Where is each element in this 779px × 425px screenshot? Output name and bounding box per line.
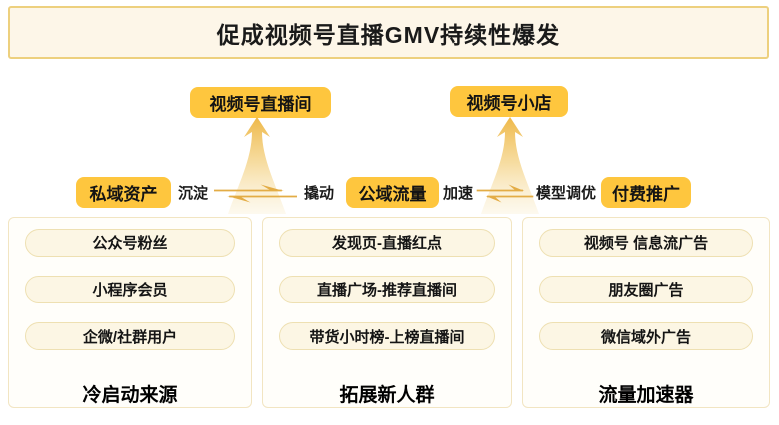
source-item: 微信域外广告 (538, 322, 753, 351)
source-item: 带货小时榜-上榜直播间 (279, 322, 495, 351)
source-item: 发现页-直播红点 (279, 229, 495, 257)
tag-paid-promotion: 付费推广 (601, 177, 691, 208)
tag-public-domain-traffic: 公域流量 (346, 177, 439, 208)
page-title: 促成视频号直播GMV持续性爆发 (216, 21, 561, 48)
column-footer-label: 冷启动来源 (82, 385, 178, 407)
column-new-audience: 发现页-直播红点 直播广场-推荐直播间 带货小时榜-上榜直播间 拓展新人群 (262, 217, 512, 408)
column-cold-start-sources: 公众号粉丝 小程序会员 企微/社群用户 冷启动来源 (8, 217, 252, 408)
column-traffic-accelerator: 视频号 信息流广告 朋友圈广告 微信域外广告 流量加速器 (522, 217, 770, 408)
source-item: 视频号 信息流广告 (538, 229, 753, 257)
source-item: 朋友圈广告 (538, 275, 753, 304)
node-live-room: 视频号直播间 (190, 87, 331, 118)
flow-label-settle: 沉淀 (177, 185, 208, 202)
flow-label-leverage: 撬动 (303, 185, 334, 202)
flow-label-accelerate: 加速 (442, 185, 473, 202)
bidirectional-arrow-icon (214, 184, 297, 203)
tag-private-domain-assets: 私域资产 (76, 177, 171, 208)
title-banner: 促成视频号直播GMV持续性爆发 (8, 6, 769, 59)
source-item: 公众号粉丝 (24, 229, 236, 257)
source-item: 直播广场-推荐直播间 (279, 275, 495, 304)
flow-label-model-tuning: 模型调优 (535, 185, 596, 202)
node-shop: 视频号小店 (450, 86, 568, 117)
source-item: 小程序会员 (24, 275, 236, 304)
source-item: 企微/社群用户 (24, 322, 236, 351)
bidirectional-arrow-icon (476, 184, 534, 203)
column-footer-label: 拓展新人群 (339, 385, 435, 407)
column-footer-label: 流量加速器 (598, 385, 694, 407)
